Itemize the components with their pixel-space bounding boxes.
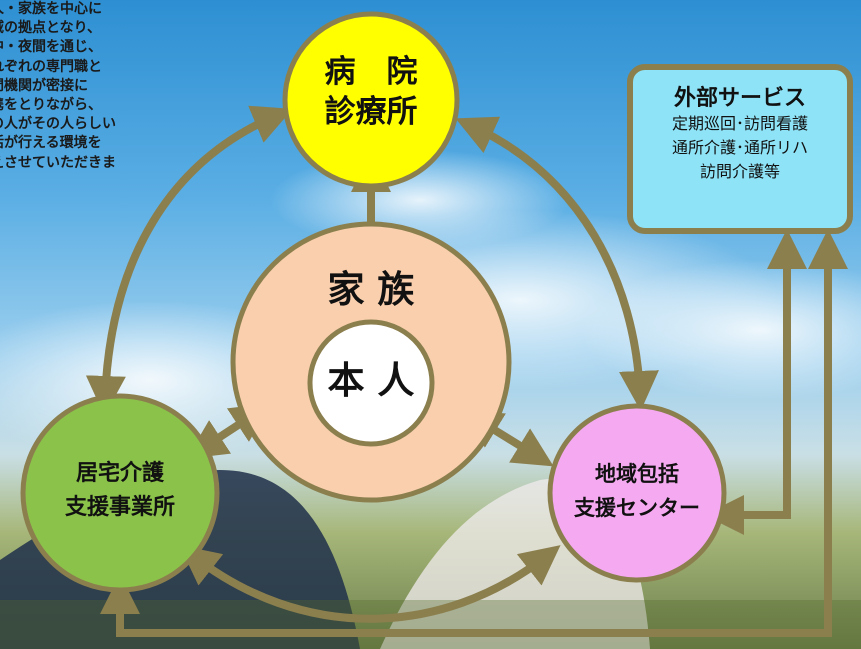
intro-line: 門機関が密接に [0, 77, 88, 94]
external-services-title: 外部サービス [673, 86, 806, 111]
regional-center-label-line: 支援センター [574, 496, 700, 520]
care-office-label-line: 居宅介護 [75, 461, 164, 486]
arrow-care-office-services [100, 229, 848, 637]
arrow-regional-center-services [704, 229, 807, 535]
intro-line: 携をとりながら、 [0, 97, 102, 114]
hospital-label-line: 病 院 [324, 54, 418, 90]
hospital-node [282, 11, 460, 189]
regional-center-label: 地域包括 支援センター [550, 457, 724, 525]
intro-line: 人・家族を中心に [0, 1, 102, 17]
care-office-node [20, 393, 220, 593]
hospital-label: 病 院 診療所 [285, 52, 457, 132]
regional-center-node [547, 403, 727, 583]
intro-line: 活が行える環境を [0, 135, 102, 152]
external-services-line: 通所介護･通所リハ [671, 138, 808, 157]
care-office-label: 居宅介護 支援事業所 [30, 457, 210, 525]
intro-paragraph: 人・家族を中心に 域の拠点となり、 中・夜間を通じ、 れぞれの専門職と 門機関が… [0, 0, 220, 173]
external-services-line: 定期巡回･訪問看護 [671, 114, 808, 133]
intro-line: 中・夜間を通じ、 [0, 39, 102, 56]
intro-line: れぞれの専門職と [0, 58, 102, 75]
regional-center-label-line: 地域包括 [595, 462, 679, 486]
care-office-label-line: 支援事業所 [64, 495, 175, 520]
clinic-label-line: 診療所 [324, 94, 418, 130]
arrow-care-office-regional-center [179, 545, 561, 623]
external-services-line: 訪問介護等 [699, 162, 780, 181]
family-label: 家 族 [327, 268, 415, 311]
intro-line: 域の拠点となり、 [0, 20, 102, 37]
external-services-box: 外部サービス 定期巡回･訪問看護 通所介護･通所リハ 訪問介護等 [627, 64, 853, 234]
person-node [307, 319, 435, 447]
person-label: 本 人 [327, 359, 415, 402]
